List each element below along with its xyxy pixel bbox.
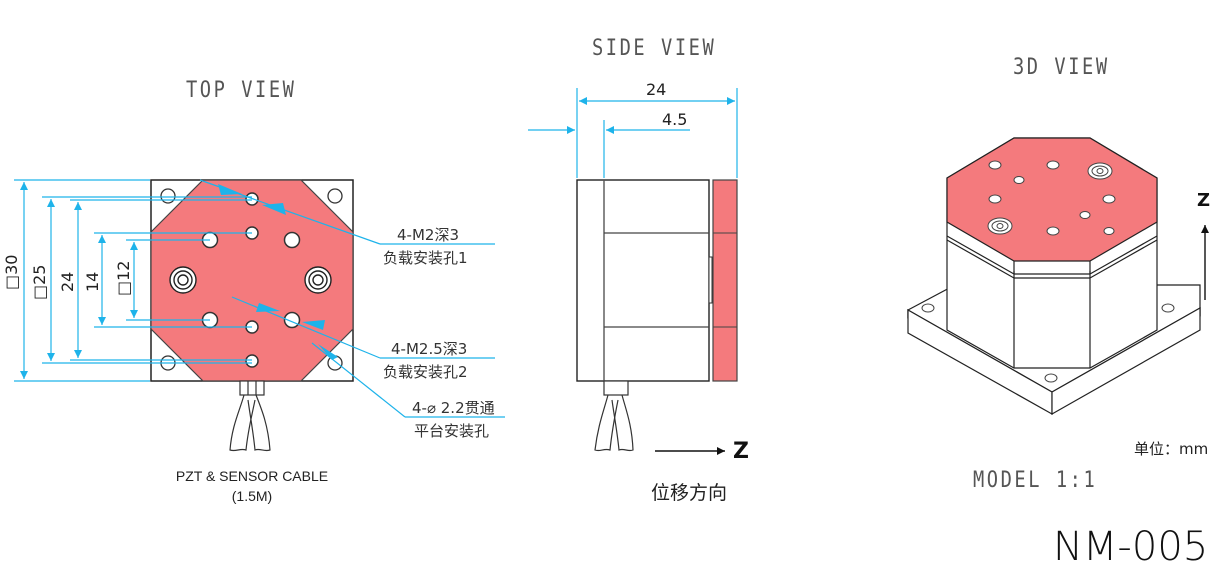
callout-load-hole-1-spec: 4-M2深3 [397,226,459,244]
callout-mount-hole-desc: 平台安装孔 [414,422,490,440]
octagon-platform [150,179,354,382]
dim-square-12: □12 [114,260,133,296]
side-dim-24: 24 [646,80,667,99]
iso-view-drawing [907,137,1209,416]
top-view-title: TOP VIEW [186,78,297,103]
callout-load-hole-2-spec: 4-M2.5深3 [391,340,468,358]
iso-z-label: Z [1197,190,1211,211]
displacement-direction-label: 位移方向 [651,482,728,504]
side-view-title: SIDE VIEW [592,36,717,61]
side-dim-4-5: 4.5 [662,110,688,129]
side-cable-icon [594,380,634,452]
dim-24: 24 [58,271,77,292]
scale-label: MODEL 1:1 [973,468,1098,493]
unit-label: 单位：mm [1134,440,1209,458]
dim-14: 14 [83,271,102,292]
model-number: NM-005 [1053,524,1209,570]
top-view-drawing [14,179,505,452]
side-platform [712,179,738,382]
callout-load-hole-2-desc: 负载安装孔2 [383,363,468,381]
counterbore-screws [169,266,332,294]
callout-mount-hole-spec: 4-⌀ 2.2贯通 [412,399,495,417]
dimension-lines [14,179,505,418]
leader-arrows [218,184,338,360]
cable-name: PZT & SENSOR CABLE [175,468,329,484]
side-view-drawing [528,88,738,455]
dim-square-30: □30 [2,254,21,290]
dim-square-25: □25 [30,264,49,300]
cable-label: PZT & SENSOR CABLE (1.5M) [152,466,352,506]
side-z-label: Z [733,439,749,464]
side-dimension-lines [528,88,738,178]
callout-load-hole-1-desc: 负载安装孔1 [383,249,468,267]
cable-icon [229,380,271,452]
iso-view-title: 3D VIEW [1013,55,1110,80]
cable-length: (1.5M) [231,488,273,504]
